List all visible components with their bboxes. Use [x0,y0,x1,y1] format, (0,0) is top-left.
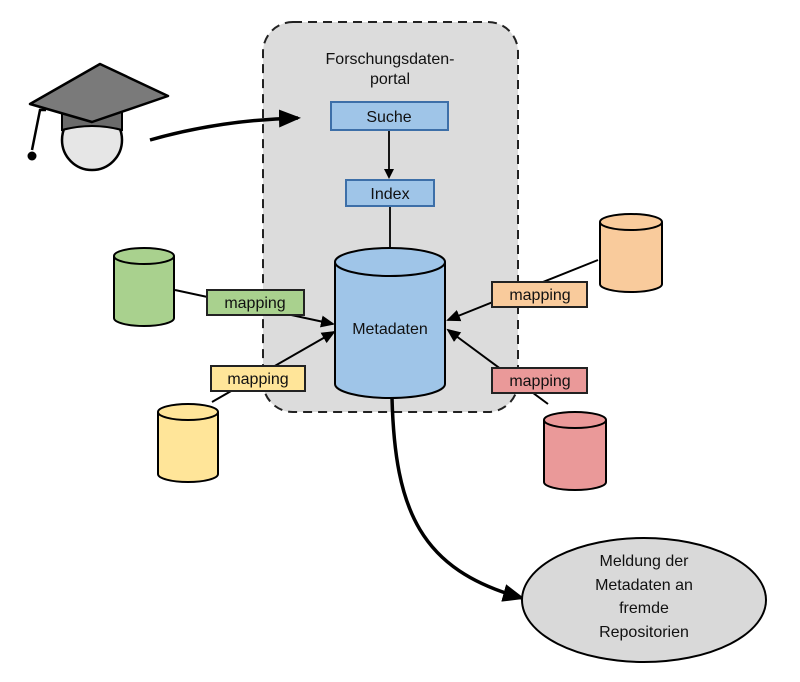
portal-title-line2: portal [370,71,410,88]
mapping-green-label: mapping [224,295,285,312]
output-line2: Metadaten an [595,577,693,594]
search-node: Suche [330,101,449,131]
mapping-red: mapping [491,367,588,394]
mapping-orange-label: mapping [509,287,570,304]
external-repositories-node: Meldung der Metadaten an fremde Reposito… [521,537,767,663]
mapping-yellow-label: mapping [227,371,288,388]
mapping-orange: mapping [491,281,588,308]
portal-title-line1: Forschungsdaten- [326,51,455,68]
search-label: Suche [366,109,411,126]
graduation-cap-user-icon [27,62,170,172]
yellow-database [157,403,219,483]
mapping-red-label: mapping [509,373,570,390]
mapping-yellow: mapping [210,365,306,392]
user-to-search-arrow [149,109,301,142]
metadata-label: Metadaten [352,321,428,338]
green-database [113,247,175,327]
output-line4: Repositorien [599,624,689,641]
output-line1: Meldung der [600,553,690,570]
output-line3: fremde [619,600,669,617]
index-node: Index [345,179,435,207]
metadata-database: Metadaten [334,247,446,399]
orange-database [599,213,663,293]
red-database [543,411,607,491]
index-label: Index [370,186,409,203]
metadata-to-repositories-arrow [390,397,525,602]
mapping-green: mapping [206,289,305,316]
